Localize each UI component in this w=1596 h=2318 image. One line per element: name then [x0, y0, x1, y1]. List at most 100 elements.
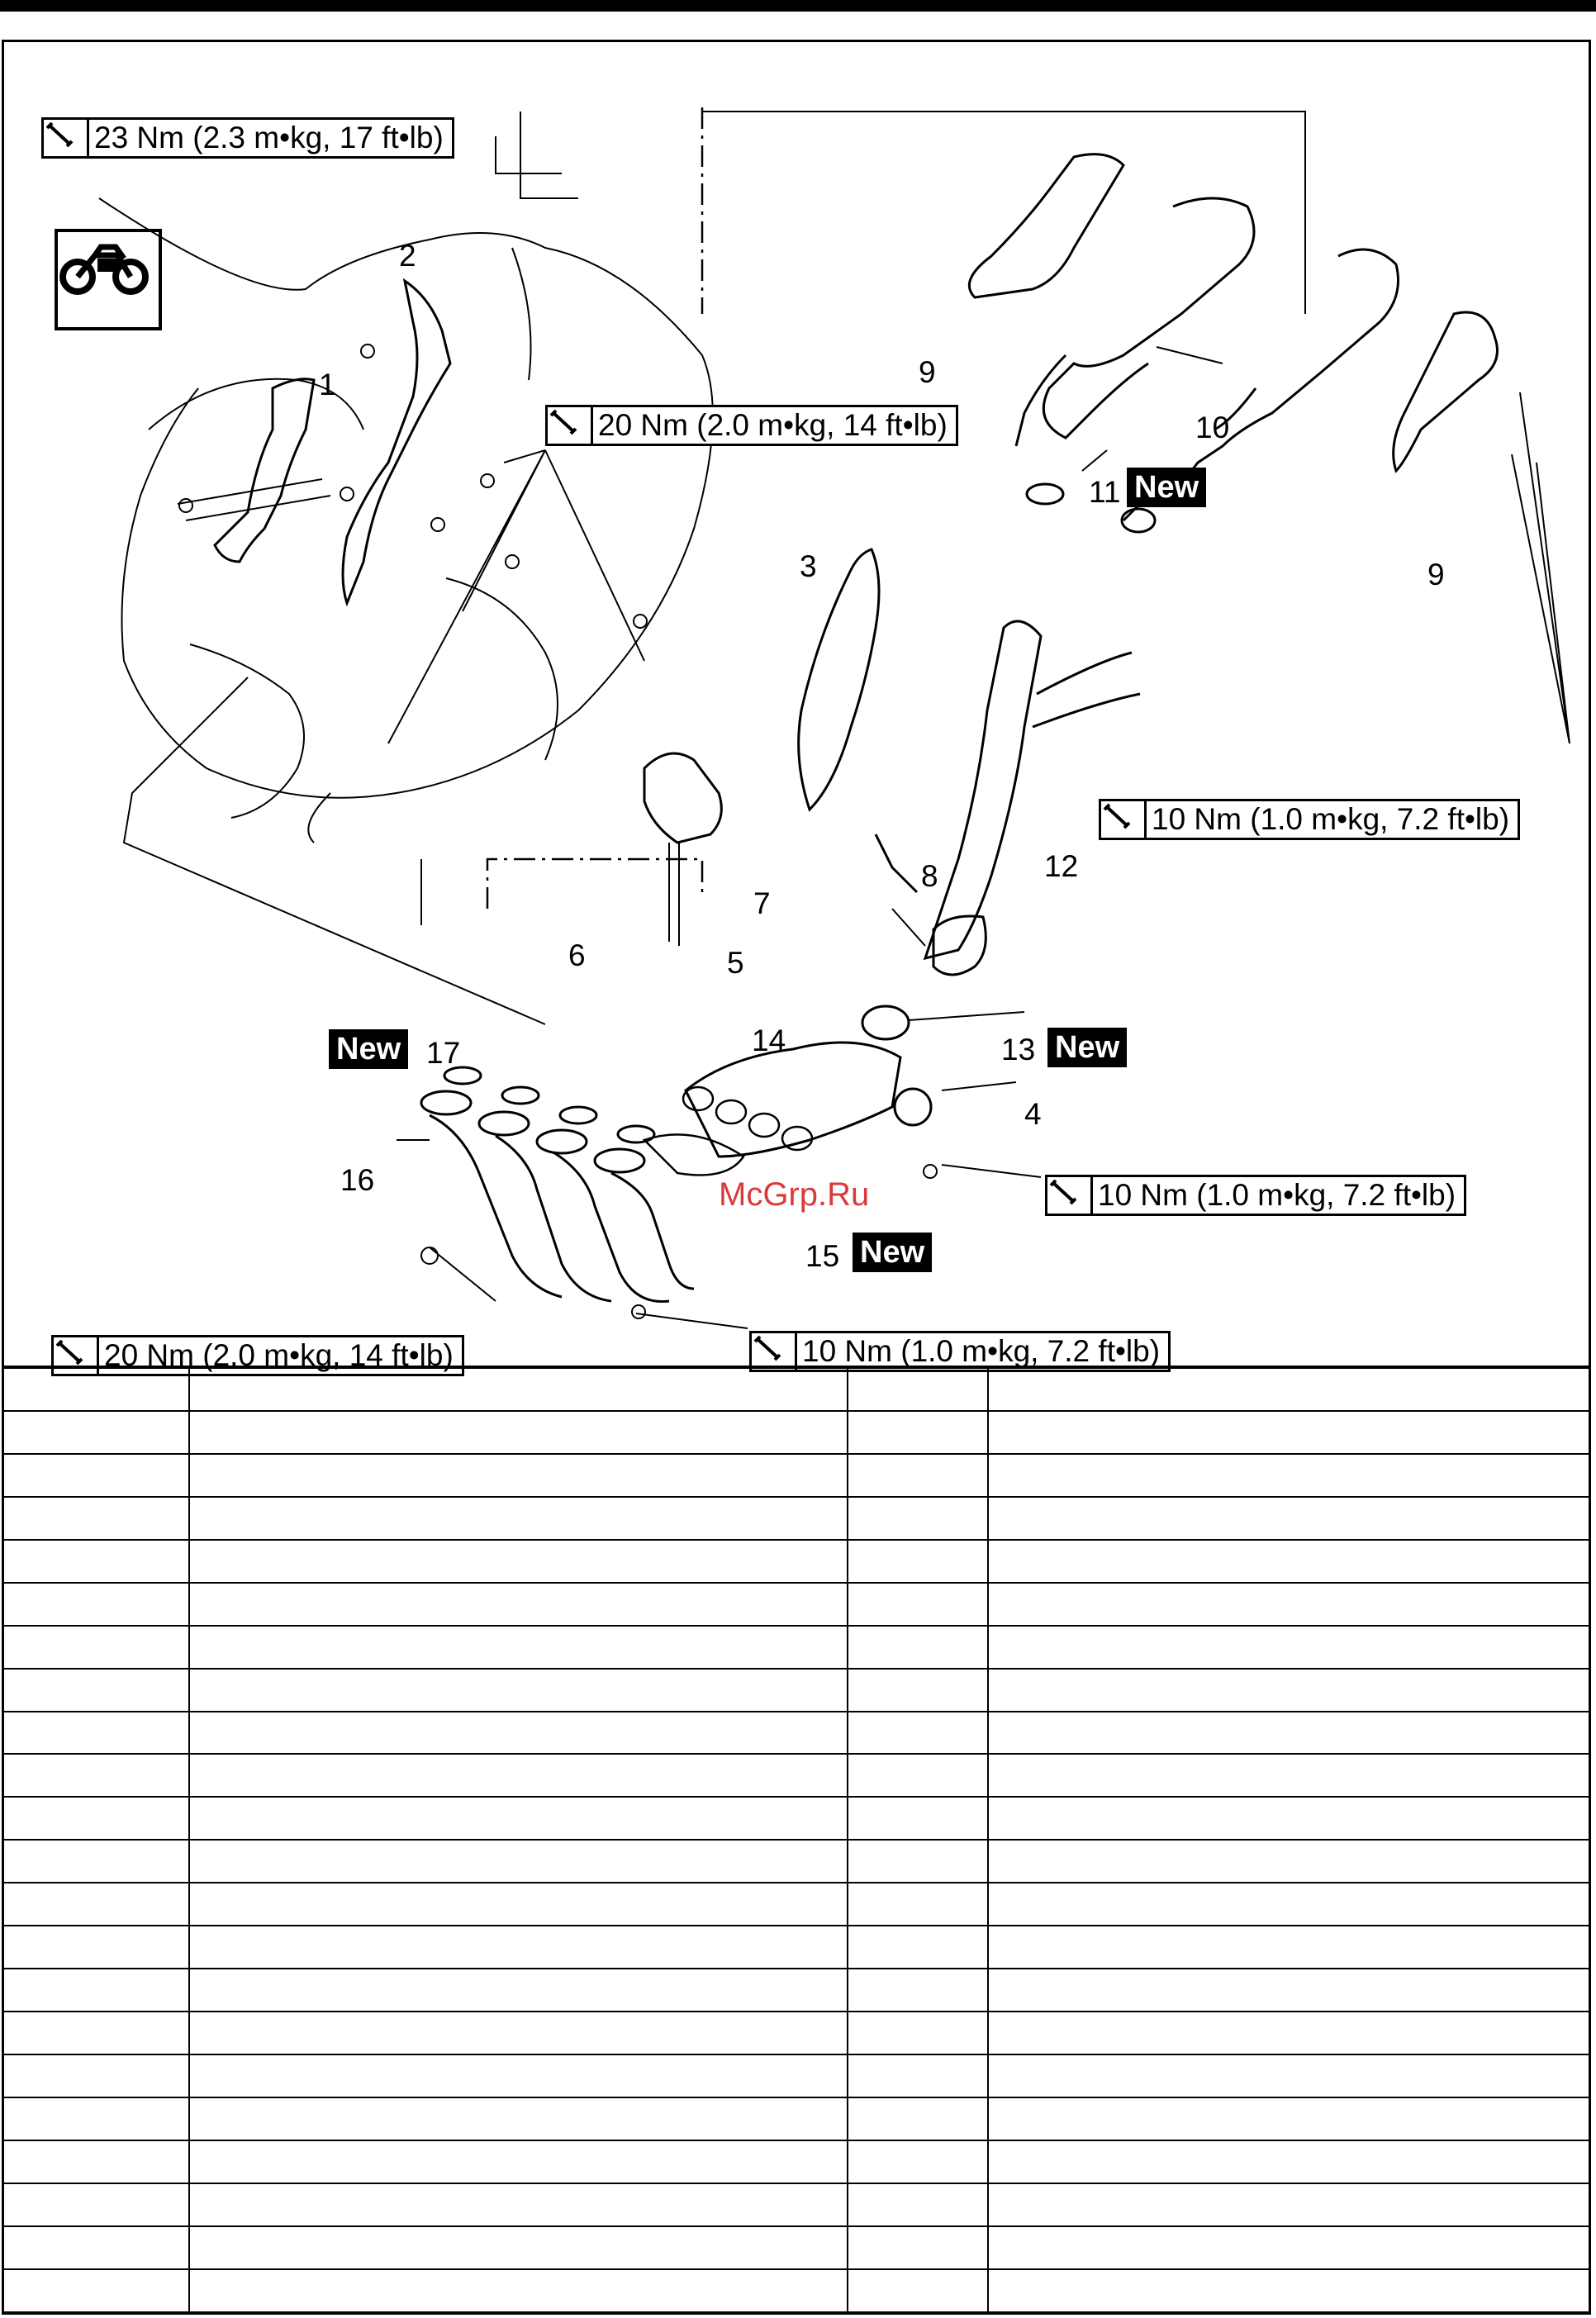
table-row [2, 2182, 1591, 2227]
table-cell [847, 1753, 989, 1798]
table-cell [987, 1366, 1591, 1412]
table-cell [987, 1581, 1591, 1627]
table-cell [987, 1753, 1591, 1798]
table-cell [847, 1452, 989, 1498]
table-cell [847, 1366, 989, 1412]
table-cell [2, 2054, 190, 2098]
table-cell [2, 2139, 190, 2184]
motorcycle-icon [55, 229, 162, 330]
table-cell [987, 2225, 1591, 2270]
table-cell [987, 1796, 1591, 1841]
table-cell [847, 1882, 989, 1927]
torque-wrench-icon [1101, 801, 1147, 838]
table-cell [847, 2011, 989, 2056]
table-cell [2, 1581, 190, 1627]
table-cell [2, 1710, 190, 1755]
callout-9-lower: 9 [1427, 558, 1445, 591]
table-cell [847, 1409, 989, 1455]
table-cell [847, 1495, 989, 1541]
callout-14: 14 [752, 1024, 786, 1057]
table-cell [847, 2225, 989, 2270]
table-cell [847, 2139, 989, 2184]
table-cell [987, 1882, 1591, 1927]
table-cell [847, 2182, 989, 2227]
table-cell [987, 1452, 1591, 1498]
table-cell [987, 1495, 1591, 1541]
torque-wrench-icon [1047, 1177, 1093, 1214]
table-cell [987, 2054, 1591, 2098]
table-cell [2, 1839, 190, 1884]
callout-7: 7 [753, 886, 771, 920]
callout-9-upper: 9 [919, 355, 936, 389]
callout-4: 4 [1024, 1097, 1042, 1131]
table-cell [2, 1495, 190, 1541]
table-row [2, 2139, 1591, 2184]
table-row [2, 1667, 1591, 1712]
callout-6: 6 [568, 938, 586, 972]
table-cell [987, 1538, 1591, 1584]
table-cell [188, 1452, 848, 1498]
table-cell [2, 1452, 190, 1498]
table-cell [188, 1710, 848, 1755]
callout-11: 11 [1089, 475, 1121, 509]
table-row [2, 2054, 1591, 2098]
table-row [2, 2225, 1591, 2270]
table-cell [188, 1925, 848, 1970]
torque-spec-23nm: 23 Nm (2.3 m•kg, 17 ft•lb) [41, 117, 454, 159]
table-cell [987, 1925, 1591, 1970]
table-cell [2, 1538, 190, 1584]
torque-spec-10nm-header: 10 Nm (1.0 m•kg, 7.2 ft•lb) [749, 1331, 1171, 1372]
header-rule [0, 0, 1596, 12]
table-cell [987, 1839, 1591, 1884]
callout-3: 3 [800, 549, 817, 583]
table-cell [188, 2139, 848, 2184]
table-cell [188, 1409, 848, 1455]
table-cell [847, 1925, 989, 1970]
table-cell [2, 2225, 190, 2270]
table-row [2, 1366, 1591, 1412]
torque-spec-value: 20 Nm (2.0 m•kg, 14 ft•lb) [598, 408, 948, 442]
callout-12: 12 [1044, 849, 1079, 883]
callout-8: 8 [921, 859, 938, 893]
table-row [2, 1925, 1591, 1970]
exploded-diagram: 23 Nm (2.3 m•kg, 17 ft•lb) 20 Nm (2.0 m•… [0, 40, 1596, 1376]
table-cell [188, 1667, 848, 1712]
table-cell [188, 2096, 848, 2141]
table-cell [847, 1796, 989, 1841]
table-cell [188, 2225, 848, 2270]
callout-15: 15 [805, 1239, 840, 1273]
table-cell [188, 2011, 848, 2056]
torque-spec-10nm-muffler: 10 Nm (1.0 m•kg, 7.2 ft•lb) [1099, 799, 1521, 840]
table-cell [2, 1409, 190, 1455]
table-cell [987, 1968, 1591, 2013]
table-cell [188, 1839, 848, 1884]
table-cell [188, 1495, 848, 1541]
table-cell [987, 1624, 1591, 1670]
table-cell [2, 2182, 190, 2227]
table-cell [987, 1667, 1591, 1712]
table-cell [987, 2139, 1591, 2184]
table-cell [188, 2268, 848, 2314]
table-row [2, 1796, 1591, 1841]
table-cell [847, 2054, 989, 2098]
table-cell [188, 1753, 848, 1798]
torque-wrench-icon [54, 1337, 99, 1374]
table-row [2, 2268, 1591, 2314]
table-row [2, 1710, 1591, 1755]
callout-5: 5 [727, 946, 744, 980]
new-tag-11: New [1127, 468, 1207, 507]
torque-spec-10nm-collector: 10 Nm (1.0 m•kg, 7.2 ft•lb) [1045, 1175, 1467, 1216]
table-cell [847, 1839, 989, 1884]
table-cell [847, 2268, 989, 2314]
callout-2: 2 [399, 239, 416, 273]
table-cell [2, 1882, 190, 1927]
page-frame [2, 40, 1591, 2315]
callout-13: 13 [1001, 1033, 1036, 1066]
table-row [2, 2011, 1591, 2056]
callout-17: 17 [426, 1036, 461, 1070]
torque-spec-value: 10 Nm (1.0 m•kg, 7.2 ft•lb) [802, 1334, 1161, 1368]
table-row [2, 1624, 1591, 1670]
table-cell [188, 1366, 848, 1412]
table-cell [2, 2011, 190, 2056]
table-cell [987, 2096, 1591, 2141]
